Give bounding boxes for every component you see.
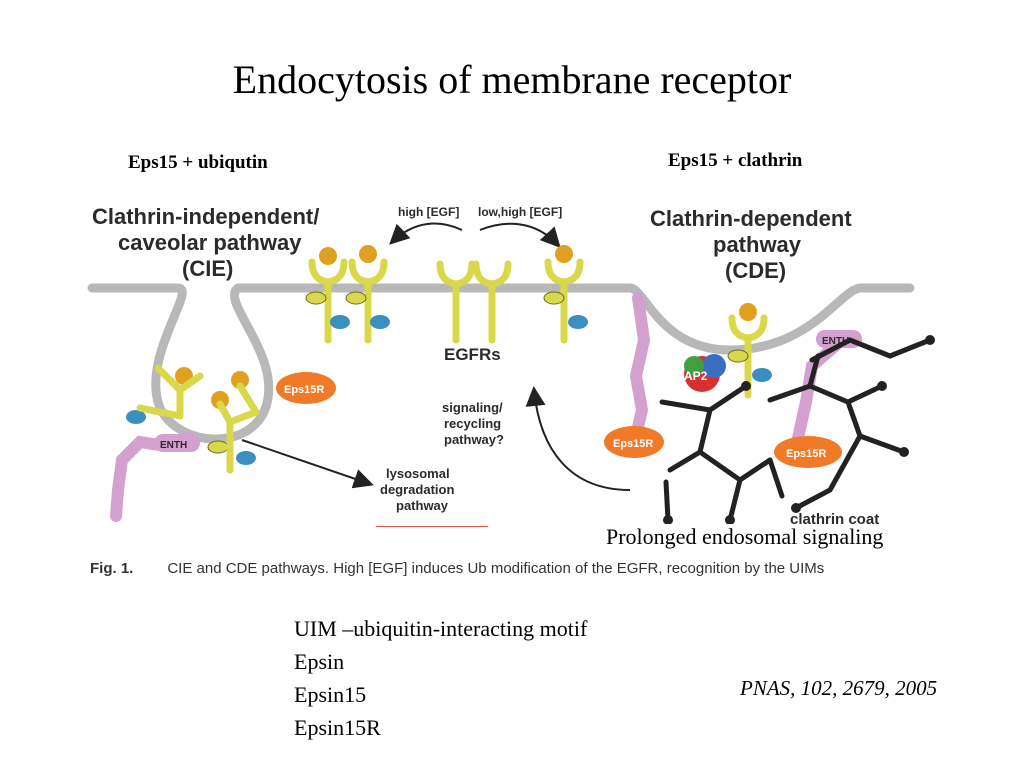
slide-title: Endocytosis of membrane receptor — [232, 57, 792, 102]
cde-title-3: (CDE) — [725, 258, 786, 283]
notes-list: UIM –ubiquitin-interacting motif Epsin E… — [294, 612, 587, 744]
endocytosis-figure: Clathrin-independent/ caveolar pathway (… — [87, 204, 935, 528]
subtitle-right: Eps15 + clathrin — [668, 150, 803, 171]
label-lowhigh-egf: low,high [EGF] — [478, 205, 562, 219]
note-epsin15r: Epsin15R — [294, 715, 381, 740]
label-lysosomal-1: lysosomal — [386, 466, 450, 481]
note-uim: UIM –ubiquitin-interacting motif — [294, 616, 588, 641]
cie-title-2: caveolar pathway — [118, 230, 302, 255]
red-underline — [376, 526, 488, 527]
note-epsin15: Epsin15 — [294, 682, 367, 707]
cie-title-3: (CIE) — [182, 256, 233, 281]
label-lysosomal-3: pathway — [396, 498, 449, 513]
label-clathrin-coat: clathrin coat — [790, 511, 879, 528]
citation: PNAS, 102, 2679, 2005 — [740, 676, 938, 700]
figure-caption-label: Fig. 1. — [90, 560, 134, 577]
label-eps15r-left: Eps15R — [284, 384, 324, 396]
figure-caption: Fig. 1. CIE and CDE pathways. High [EGF] … — [90, 560, 824, 577]
label-egfrs: EGFRs — [444, 345, 501, 364]
label-signaling-1: signaling/ — [442, 400, 503, 415]
figure-caption-text: CIE and CDE pathways. High [EGF] induces… — [167, 560, 825, 577]
cie-title-1: Clathrin-independent/ — [92, 204, 319, 229]
cell-membrane — [87, 283, 915, 444]
label-lysosomal-2: degradation — [380, 482, 454, 497]
label-eps15r-right-1: Eps15R — [613, 438, 653, 450]
label-ap2: AP2 — [684, 369, 708, 383]
label-enth-right: ENTH — [822, 336, 849, 347]
label-signaling-3: pathway? — [444, 432, 504, 447]
prolonged-signaling-caption: Prolonged endosomal signaling — [604, 524, 886, 550]
label-eps15r-right-2: Eps15R — [786, 448, 826, 460]
label-enth-left: ENTH — [160, 440, 187, 451]
cde-title-2: pathway — [713, 232, 802, 257]
cde-title-1: Clathrin-dependent — [650, 206, 852, 231]
note-epsin: Epsin — [294, 649, 345, 674]
label-high-egf: high [EGF] — [398, 205, 459, 219]
label-signaling-2: recycling — [444, 416, 501, 431]
subtitle-left: Eps15 + ubiqutin — [128, 152, 268, 173]
